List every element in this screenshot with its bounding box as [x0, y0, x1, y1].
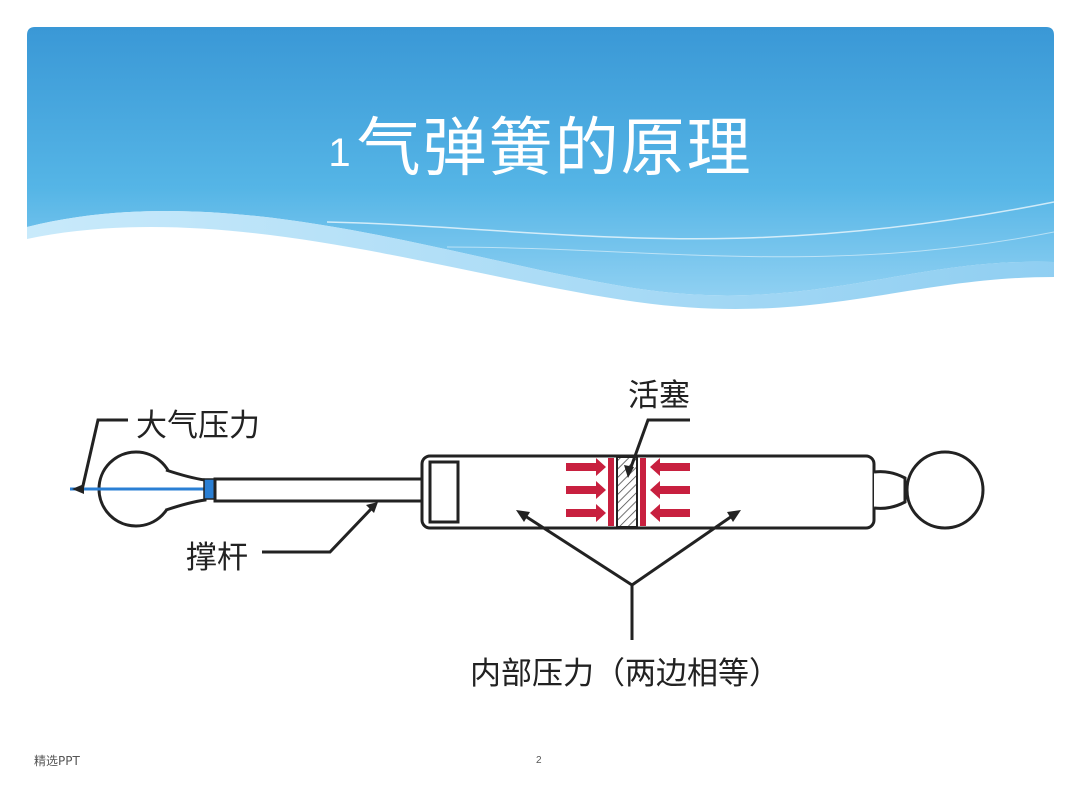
- title-text: 气弹簧的原理: [356, 112, 753, 186]
- label-atmospheric-pressure: 大气压力: [136, 408, 260, 444]
- piston-leader: [628, 418, 690, 471]
- internal-pressure-leaders: [521, 512, 736, 640]
- title-number: 1: [328, 131, 353, 175]
- atmospheric-pressure-leader: [80, 418, 128, 491]
- rod-leader: [262, 506, 374, 554]
- page-title: 1气弹簧的原理: [27, 97, 1054, 189]
- header-wave-graphic: [27, 27, 1054, 309]
- piston: [616, 456, 638, 528]
- footer-source: 精选PPT: [34, 754, 80, 768]
- right-ball-end: [873, 450, 985, 530]
- rod-end-cap: [203, 478, 216, 500]
- atmospheric-arrow-head: [72, 484, 84, 494]
- header-banner: 1气弹簧的原理: [27, 27, 1054, 317]
- cylinder-body: [420, 454, 876, 530]
- page-number: 2: [536, 755, 542, 766]
- label-rod: 撑杆: [186, 540, 248, 576]
- seal-block: [428, 460, 460, 524]
- label-piston: 活塞: [628, 378, 690, 414]
- pressure-arrows: [566, 458, 690, 526]
- label-internal-pressure: 内部压力（两边相等）: [470, 656, 780, 692]
